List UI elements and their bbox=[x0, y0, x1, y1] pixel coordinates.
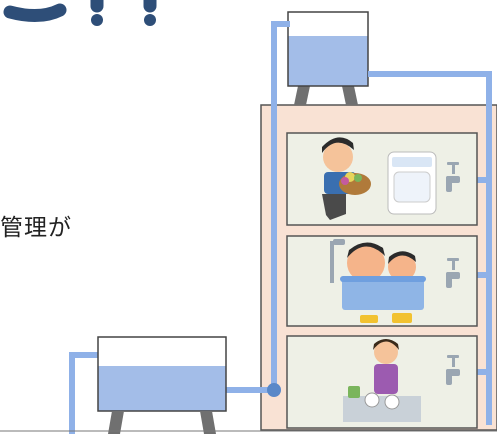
father-and-child-in-bathtub bbox=[340, 242, 426, 323]
caption-text: 管理が bbox=[0, 215, 72, 241]
faucet-icon bbox=[446, 355, 460, 385]
banner-dots bbox=[91, 14, 156, 26]
pipe-joint bbox=[267, 383, 281, 397]
shower-head bbox=[330, 239, 345, 283]
ground-tank-legs bbox=[108, 411, 216, 434]
rooftop-tank-legs bbox=[294, 86, 358, 105]
faucet-icon bbox=[446, 258, 460, 288]
ground-receiving-tank bbox=[97, 336, 227, 412]
faucet-icon bbox=[446, 162, 460, 192]
washing-machine bbox=[387, 151, 437, 215]
banner-fragment bbox=[3, 0, 157, 22]
woman-washing-dishes bbox=[343, 339, 421, 422]
rooftop-water-tank bbox=[287, 11, 369, 87]
person-with-laundry-basket bbox=[322, 137, 371, 220]
